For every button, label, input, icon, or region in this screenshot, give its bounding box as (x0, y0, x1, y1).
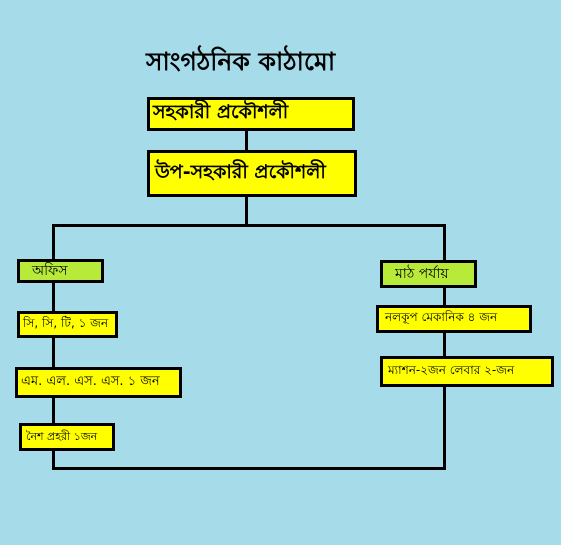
box-field-level: মাঠ পর্যায় (380, 260, 477, 288)
connector-top-to-second (245, 130, 248, 150)
box-office-label: অফিস (32, 263, 68, 279)
box-field-staff-mason-labour: ম্যাশন-২জন লেবার ২-জন (380, 356, 554, 387)
box-office-staff-mlss: এম. এল. এস. এস. ১ জন (15, 367, 182, 398)
box-office: অফিস (17, 259, 104, 283)
box-office-staff-night-guard: নৈশ প্রহরী ১জন (19, 423, 115, 451)
box-assistant-engineer-label: সহকারী প্রকৌশলী (153, 101, 289, 123)
box-sub-assistant-engineer-label: উপ-সহকারী প্রকৌশলী (155, 160, 326, 183)
connector-horizontal-split (52, 224, 446, 227)
connector-left-trunk (52, 224, 55, 470)
box-office-staff-cct-label: সি, সি, টি, ১ জন (23, 315, 109, 330)
connector-second-down (245, 196, 248, 226)
box-field-staff-mason-labour-label: ম্যাশন-২জন লেবার ২-জন (388, 362, 515, 377)
box-field-staff-mechanic: নলকূপ মেকানিক ৪ জন (376, 305, 532, 333)
chart-title: সাংগঠনিক কাঠামো (146, 47, 336, 76)
box-office-staff-cct: সি, সি, টি, ১ জন (17, 311, 118, 338)
box-assistant-engineer: সহকারী প্রকৌশলী (147, 97, 355, 131)
box-field-level-label: মাঠ পর্যায় (395, 266, 449, 282)
box-field-staff-mechanic-label: নলকূপ মেকানিক ৪ জন (385, 310, 498, 324)
connector-bottom-loop (52, 467, 446, 470)
box-office-staff-mlss-label: এম. এল. এস. এস. ১ জন (21, 374, 160, 389)
connector-right-trunk (443, 224, 446, 470)
box-office-staff-night-guard-label: নৈশ প্রহরী ১জন (26, 429, 98, 443)
box-sub-assistant-engineer: উপ-সহকারী প্রকৌশলী (147, 150, 357, 197)
